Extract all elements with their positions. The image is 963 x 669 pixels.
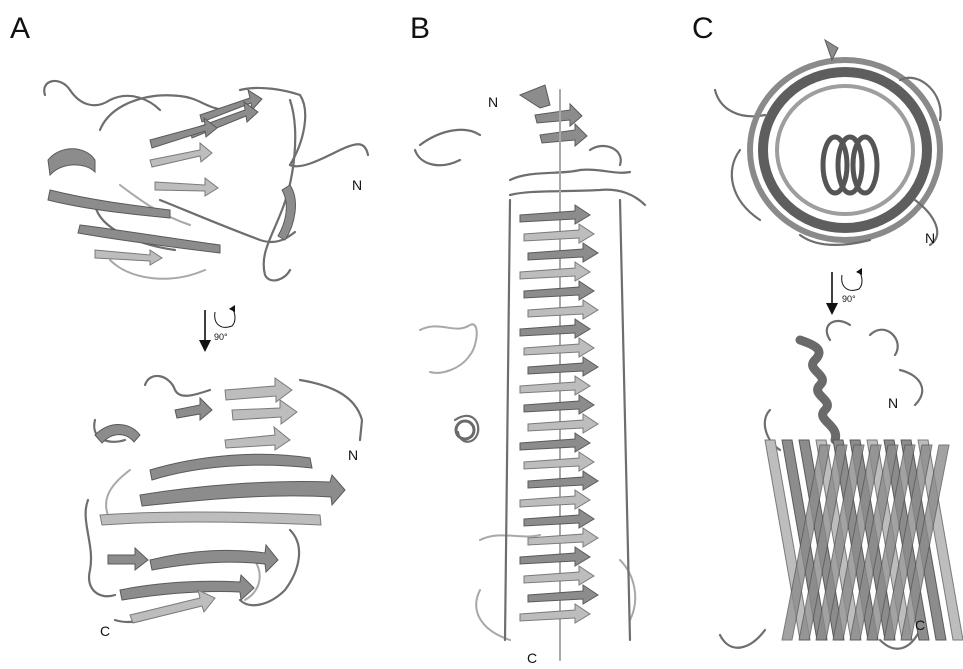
panel-b-c-terminus: C <box>527 650 537 666</box>
beta-strand <box>528 414 598 433</box>
beta-strand <box>520 205 590 224</box>
beta-strand <box>520 262 590 281</box>
beta-strand <box>520 604 590 623</box>
panel-c-rotation-arrow <box>826 268 862 315</box>
beta-strand <box>528 585 598 604</box>
panel-a-top-n-terminus: N <box>352 177 362 193</box>
panel-b-n-terminus: N <box>488 94 498 110</box>
panel-a-rotation-label: 90° <box>214 332 228 342</box>
beta-strand <box>528 471 598 490</box>
panel-a-bottom-c-terminus: C <box>100 623 110 639</box>
beta-strand <box>520 319 590 338</box>
panel-a-bottom-structure <box>86 376 362 623</box>
beta-strand <box>528 357 598 376</box>
beta-strand <box>520 547 590 566</box>
panel-a-bottom-n-terminus: N <box>348 447 358 463</box>
beta-strand <box>528 243 598 262</box>
panel-c-bottom-n-terminus: N <box>888 395 898 411</box>
beta-strand <box>528 528 598 547</box>
beta-strand <box>528 300 598 319</box>
panel-c-barrel-strands <box>765 440 963 640</box>
beta-strand <box>520 490 590 509</box>
panel-c-rotation-label: 90° <box>842 294 856 304</box>
panel-c-bottom-c-terminus: C <box>915 617 925 633</box>
panel-c-top-structure <box>715 40 941 245</box>
panel-a-top-structure <box>44 81 368 281</box>
panel-c-top-n-terminus: N <box>925 230 935 246</box>
panel-a-rotation-arrow <box>199 305 235 352</box>
beta-strand <box>520 376 590 395</box>
beta-strand <box>520 433 590 452</box>
